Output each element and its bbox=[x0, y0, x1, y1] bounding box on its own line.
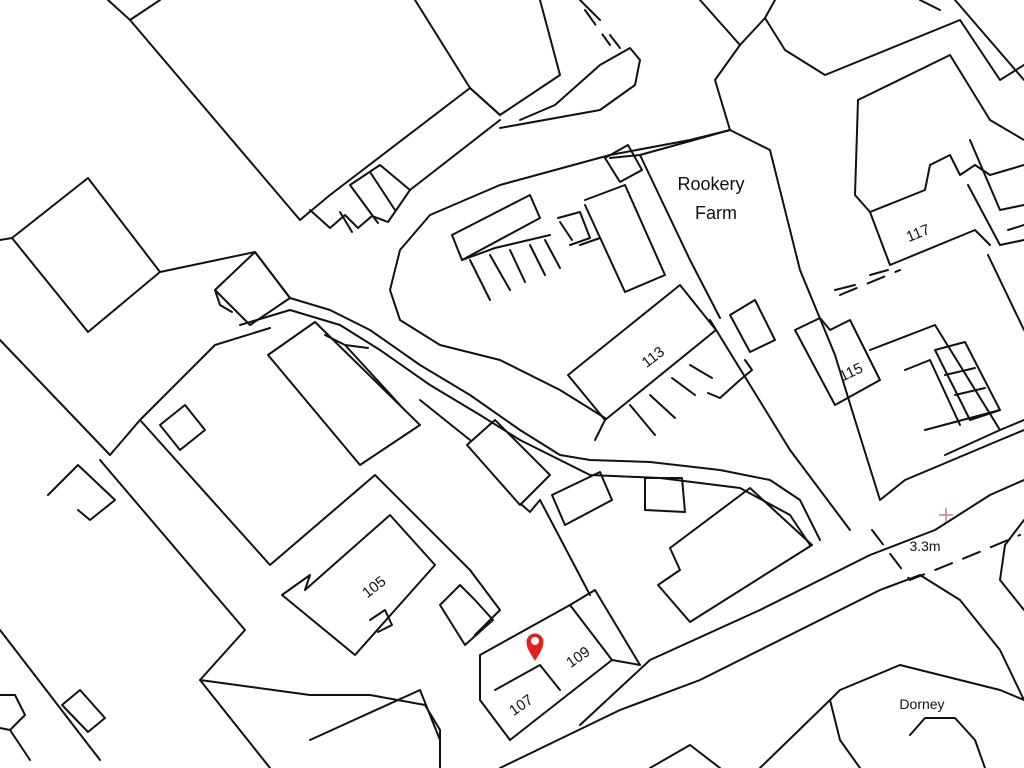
label-rookery: Rookery bbox=[677, 174, 744, 194]
building-117 bbox=[854, 54, 1024, 331]
label-115: 115 bbox=[837, 360, 866, 386]
label-107: 107 bbox=[506, 691, 536, 719]
spot-height-cross-icon bbox=[939, 508, 953, 522]
rookery-farm-buildings bbox=[557, 144, 721, 319]
location-pin-icon[interactable] bbox=[525, 632, 545, 664]
main-lane bbox=[239, 297, 821, 546]
farm-drive bbox=[389, 129, 731, 419]
building-107-109 bbox=[479, 589, 641, 741]
map-labels: Rookery Farm 117 113 115 105 107 109 3.3… bbox=[359, 174, 944, 720]
label-117: 117 bbox=[904, 221, 933, 246]
building-block-top-left bbox=[107, 0, 561, 233]
label-farm: Farm bbox=[695, 203, 737, 223]
label-dorney: Dorney bbox=[899, 696, 944, 712]
label-109: 109 bbox=[563, 643, 593, 671]
road-top-curve bbox=[499, 0, 641, 129]
lane-buildings bbox=[466, 419, 813, 623]
left-diagonal-boundary bbox=[0, 327, 271, 761]
building-small-near-105 bbox=[439, 584, 494, 646]
farm-stalls bbox=[451, 194, 561, 301]
lower-left-boundary bbox=[0, 629, 441, 768]
right-stacked-buildings bbox=[869, 324, 1024, 456]
building-dorney bbox=[649, 664, 1024, 768]
building-115 bbox=[794, 269, 889, 406]
farm-right-boundary bbox=[709, 129, 881, 531]
label-105: 105 bbox=[359, 573, 389, 602]
building-left-square bbox=[0, 177, 291, 333]
label-113: 113 bbox=[639, 343, 668, 371]
label-distance: 3.3m bbox=[909, 538, 940, 554]
building-small-square-113 bbox=[729, 299, 776, 353]
building-near-lane bbox=[214, 251, 291, 326]
building-105 bbox=[281, 514, 436, 656]
dashed-boundary bbox=[584, 9, 1021, 581]
lower-main-road bbox=[499, 429, 1024, 768]
top-right-boundaries bbox=[639, 0, 1024, 156]
central-plot bbox=[139, 321, 501, 636]
